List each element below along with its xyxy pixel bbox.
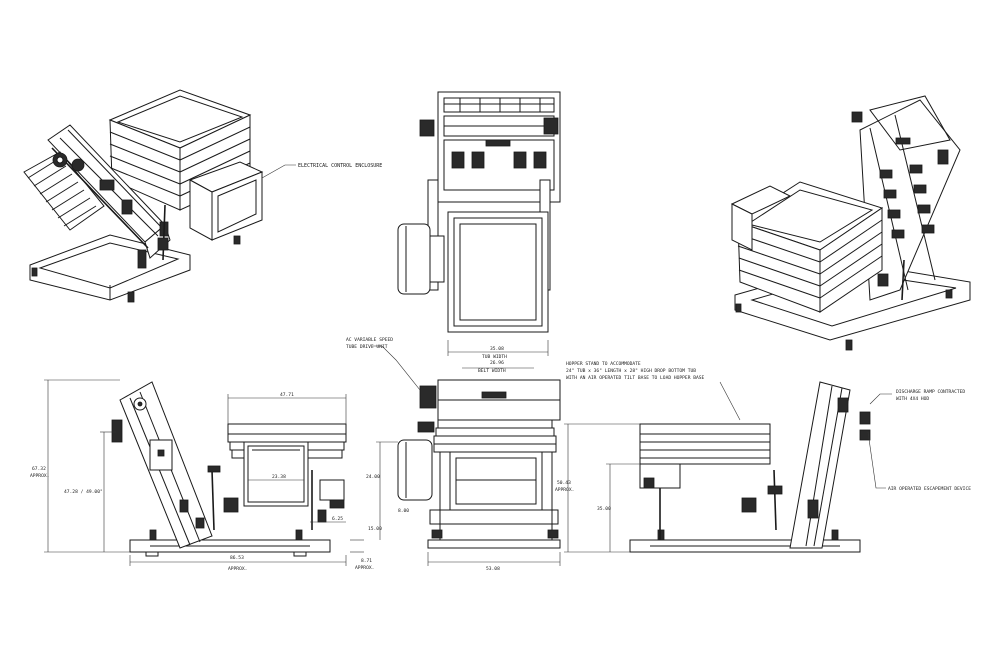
dim-front-overall-width: 53.08 — [486, 566, 500, 572]
dim-tub-width-value: 35.08 — [490, 346, 504, 352]
dim-tub-width-label: TUB WIDTH — [482, 354, 507, 360]
dim-foot-height-note: APPROX. — [355, 565, 374, 571]
dim-right-overall-height: 50.43 — [557, 480, 571, 486]
dim-belt-width-value: 26.96 — [490, 360, 504, 366]
note-hopper-stand-2: 24" TUB x 36" LENGTH x 28" HIGH DROP BOT… — [566, 368, 696, 374]
dim-foot-height: 8.71 — [361, 558, 372, 564]
side-view-right: 50.43 APPROX. 35.00 DISCHARGE RAMP CONTR… — [555, 381, 971, 553]
callout-ac-drive-2: TUBE DRIVE UNIT — [346, 344, 388, 350]
iso-left-enclosure — [188, 161, 264, 241]
dim-right-overall-note: APPROX. — [555, 487, 574, 493]
dim-front-offset: 8.00 — [398, 508, 409, 514]
dim-overall-length-note: APPROX. — [228, 566, 247, 572]
dim-front-base-height: 15.00 — [368, 526, 382, 532]
dim-front-height-upper: 24.00 — [366, 474, 380, 480]
note-hopper-stand-3: WITH AN AIR OPERATED TILT BASE TO LOAD H… — [566, 375, 705, 381]
dim-side-offset: 6.25 — [332, 516, 343, 522]
dim-overall-height-note: APPROX. — [30, 473, 49, 479]
hopper-stand-note: HOPPER STAND TO ACCOMMODATE 24" TUB x 36… — [566, 361, 741, 421]
dim-overall-length: 86.53 — [230, 555, 244, 561]
side-view-left: 67.32 APPROX. 47.28 / 49.00" 86.53 APPRO… — [30, 379, 374, 572]
isometric-view-left: ELECTRICAL CONTROL ENCLOSURE — [23, 89, 382, 303]
dim-hopper-width: 47.71 — [280, 392, 294, 398]
callout-discharge-1: DISCHARGE RAMP CONTRACTED — [896, 389, 965, 395]
isometric-view-right — [730, 95, 971, 351]
callout-electrical-enclosure: ELECTRICAL CONTROL ENCLOSURE — [298, 163, 382, 169]
callout-discharge-2: WITH 4X4 HOD — [896, 396, 929, 402]
dim-overall-height: 67.32 — [32, 466, 46, 472]
dim-right-stand-height: 35.00 — [597, 506, 611, 512]
callout-ac-drive-1: AC VARIABLE SPEED — [346, 337, 393, 343]
dim-discharge-height: 47.28 / 49.00" — [64, 489, 103, 495]
iso-left-conveyor — [23, 124, 171, 269]
callout-escapement: AIR OPERATED ESCAPEMENT DEVICE — [888, 486, 971, 492]
dim-belt-width-label: BELT WIDTH — [478, 368, 506, 374]
top-view: 35.08 TUB WIDTH 26.96 BELT WIDTH — [397, 91, 561, 374]
note-hopper-stand-1: HOPPER STAND TO ACCOMMODATE — [566, 361, 641, 367]
front-view: 24.00 15.00 8.00 53.08 AC VARIABLE SPEED… — [346, 337, 561, 572]
dim-tub-inner: 23.38 — [272, 474, 286, 480]
